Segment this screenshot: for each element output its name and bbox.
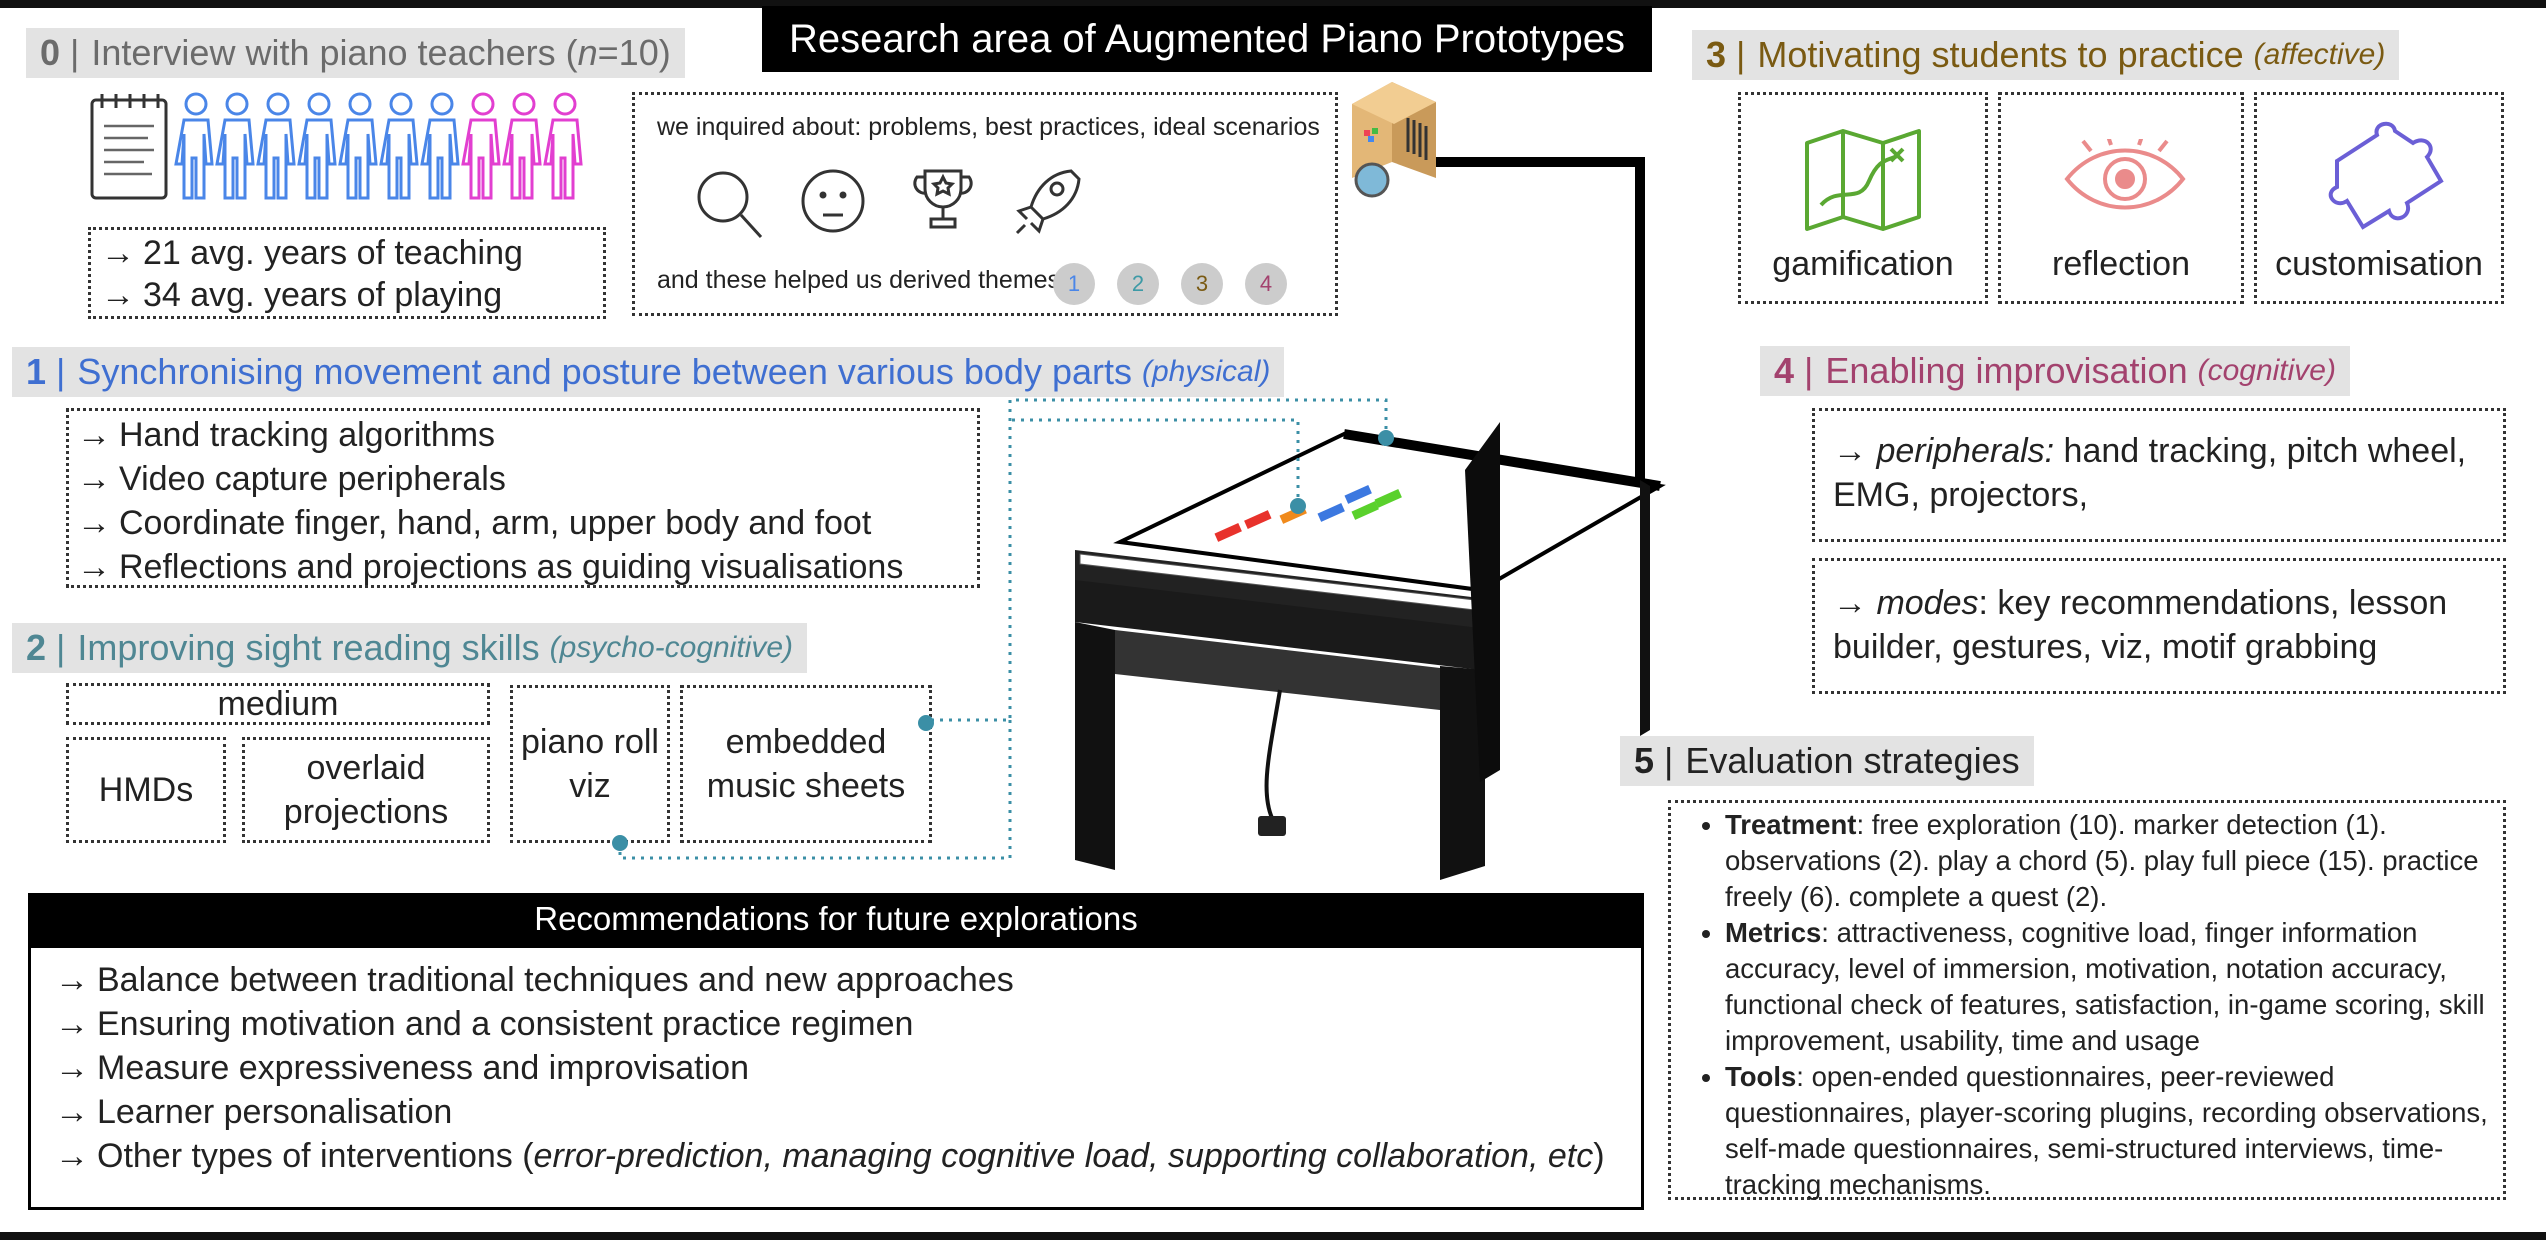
themes-text: and these helped us derived themes: [657, 266, 1061, 294]
recommendation-item: →Other types of interventions (error-pre…: [55, 1137, 1605, 1175]
reflection-box: reflection: [1998, 92, 2244, 304]
teacher-icon: [461, 92, 501, 200]
main-title: Research area of Augmented Piano Prototy…: [762, 6, 1652, 72]
gamification-label: gamification: [1772, 245, 1954, 283]
section0-heading: 0 | Interview with piano teachers (n=10): [26, 28, 685, 78]
theme-circle-1: 1: [1053, 263, 1095, 305]
recommendation-item: →Learner personalisation: [55, 1093, 453, 1131]
list-item: →Hand tracking algorithms: [77, 416, 496, 454]
list-item: →Coordinate finger, hand, arm, upper bod…: [77, 504, 872, 542]
theme-circle-4: 4: [1245, 263, 1287, 305]
rocket-icon: [1015, 169, 1081, 235]
section5-heading: 5 | Evaluation strategies: [1620, 736, 2034, 786]
face-icon: [801, 169, 865, 233]
overlaid-projections-box: overlaid projections: [242, 737, 490, 843]
medium-label: medium: [66, 683, 490, 725]
list-item: →Video capture peripherals: [77, 460, 506, 498]
inquiry-icons: [697, 169, 1081, 239]
peripherals-text: hand tracking, pitch wheel, EMG, project…: [1833, 432, 2467, 514]
recommendations-box: →Balance between traditional techniques …: [28, 945, 1644, 1210]
section4-tag: (cognitive): [2197, 354, 2336, 387]
teacher-icon: [215, 92, 255, 200]
section1-tag: (physical): [1142, 355, 1271, 388]
section0-separator: |: [70, 32, 80, 73]
recommendation-item: →Balance between traditional techniques …: [55, 961, 1014, 999]
section2-tag: (psycho-cognitive): [549, 631, 794, 664]
section1-heading: 1 | Synchronising movement and posture b…: [12, 347, 1285, 397]
peripherals-box: → peripherals: hand tracking, pitch whee…: [1812, 408, 2506, 542]
theme-circle-3: 3: [1181, 263, 1223, 305]
puzzle-icon: [2328, 121, 2444, 230]
piano-roll-box: piano roll viz: [510, 685, 670, 843]
top-border: [0, 0, 2546, 8]
section4-title: Enabling improvisation: [1825, 350, 2188, 391]
teacher-figures: [90, 92, 583, 200]
teacher-icon: [420, 92, 460, 200]
teacher-icon: [174, 92, 214, 200]
section3-title: Motivating students to practice: [1757, 34, 2244, 75]
teacher-icon: [297, 92, 337, 200]
section3-heading: 3 | Motivating students to practice (aff…: [1692, 30, 2400, 80]
section0-title: Interview with piano teachers (: [91, 32, 578, 73]
theme-circles: 1 2 3 4: [1053, 263, 1287, 305]
projector-mount: [1436, 157, 1645, 490]
notebook-icon: [90, 94, 168, 200]
section4-heading: 4 | Enabling improvisation (cognitive): [1760, 346, 2350, 396]
teacher-icon: [256, 92, 296, 200]
customisation-label: customisation: [2275, 245, 2483, 283]
projector-icon: [1352, 82, 1436, 198]
bottom-border: [0, 1232, 2546, 1240]
treatment-item: Treatment: free exploration (10). marker…: [1725, 807, 2489, 915]
piano-illustration: [1075, 82, 1666, 880]
recommendations-title: Recommendations for future explorations: [28, 893, 1644, 945]
teacher-icon: [543, 92, 583, 200]
eye-icon: [2064, 139, 2186, 210]
list-item: →Reflections and projections as guiding …: [77, 548, 904, 586]
modes-label: modes: [1876, 584, 1979, 622]
piano-icon: [1075, 422, 1650, 880]
gamification-box: gamification: [1738, 92, 1988, 304]
section0-n-variable: n: [577, 32, 598, 73]
modes-text: : key recommendations, lesson builder, g…: [1833, 584, 2448, 666]
trophy-icon: [913, 169, 973, 229]
teacher-icon: [379, 92, 419, 200]
recommendation-item: →Ensuring motivation and a consistent pr…: [55, 1005, 914, 1043]
section0-number: 0: [40, 32, 61, 73]
map-icon: [1805, 129, 1921, 231]
section2-heading: 2 | Improving sight reading skills (psyc…: [12, 623, 808, 673]
inquiry-text: we inquired about: problems, best practi…: [657, 113, 1320, 141]
teacher-icon: [502, 92, 542, 200]
evaluation-box: Treatment: free exploration (10). marker…: [1668, 800, 2506, 1200]
teachers-group: [174, 92, 583, 200]
modes-box: → modes: key recommendations, lesson bui…: [1812, 558, 2506, 694]
recommendation-item: →Measure expressiveness and improvisatio…: [55, 1049, 749, 1087]
section3-tag: (affective): [2253, 38, 2386, 71]
surface-edge: [1343, 429, 1661, 491]
tools-item: Tools: open-ended questionnaires, peer-r…: [1725, 1059, 2489, 1203]
stat-teaching: →21 avg. years of teaching: [101, 234, 523, 272]
metrics-item: Metrics: attractiveness, cognitive load,…: [1725, 915, 2489, 1059]
section1-list: →Hand tracking algorithms →Video capture…: [66, 408, 980, 588]
inquiry-box: we inquired about: problems, best practi…: [632, 92, 1338, 316]
hmds-box: HMDs: [66, 737, 226, 843]
section2-title: Improving sight reading skills: [77, 627, 540, 668]
embedded-sheets-box: embedded music sheets: [680, 685, 932, 843]
section1-title: Synchronising movement and posture betwe…: [77, 351, 1132, 392]
peripherals-label: peripherals:: [1876, 432, 2055, 470]
theme-circle-2: 2: [1117, 263, 1159, 305]
section5-title: Evaluation strategies: [1685, 740, 2020, 781]
magnifier-icon: [697, 171, 763, 239]
stat-playing: →34 avg. years of playing: [101, 276, 503, 314]
reflection-label: reflection: [2052, 245, 2190, 283]
customisation-box: customisation: [2254, 92, 2504, 304]
stats-box: →21 avg. years of teaching →34 avg. year…: [88, 227, 606, 319]
teacher-icon: [338, 92, 378, 200]
section0-n-value: =10): [597, 32, 671, 73]
